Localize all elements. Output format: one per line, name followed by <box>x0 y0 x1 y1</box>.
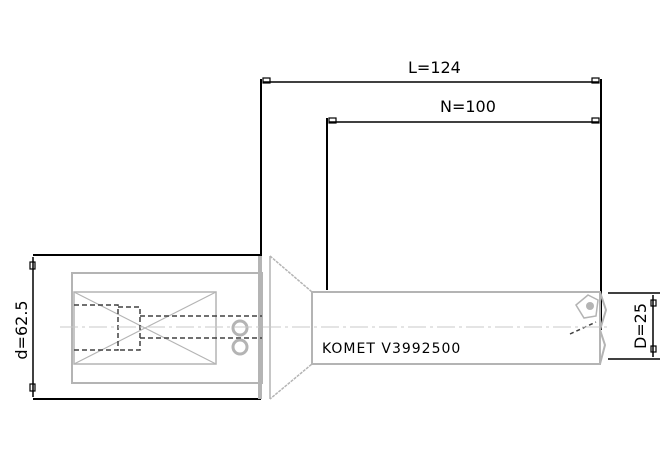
arrow-top-icon <box>29 261 36 270</box>
arrow-right-icon <box>591 117 600 124</box>
arrow-left-icon <box>328 117 337 124</box>
dimension-drill-diameter: D=25 <box>608 292 660 360</box>
arrow-top-icon <box>650 299 657 307</box>
screw-hole-icon <box>231 338 249 356</box>
dimension-shank-diameter: d=62.5 <box>12 254 261 400</box>
arrow-right-icon <box>591 77 600 84</box>
shank-diameter-label: d=62.5 <box>12 300 31 359</box>
arrow-bottom-icon <box>650 345 657 353</box>
tool-body: KOMET V3992500 <box>60 255 610 400</box>
dimension-overall-length: L=124 <box>260 58 602 330</box>
shank-flat <box>73 291 217 365</box>
usable-length-label: N=100 <box>440 97 496 116</box>
arrow-left-icon <box>262 77 271 84</box>
screw-hole-icon <box>231 319 249 337</box>
taper <box>269 255 313 400</box>
insert-icon <box>575 294 599 319</box>
arrow-bottom-icon <box>29 383 36 392</box>
drill-diameter-label: D=25 <box>631 303 650 349</box>
dimension-usable-length: N=100 <box>326 97 600 290</box>
overall-length-label: L=124 <box>408 58 461 77</box>
engraving-label: KOMET V3992500 <box>322 341 461 357</box>
